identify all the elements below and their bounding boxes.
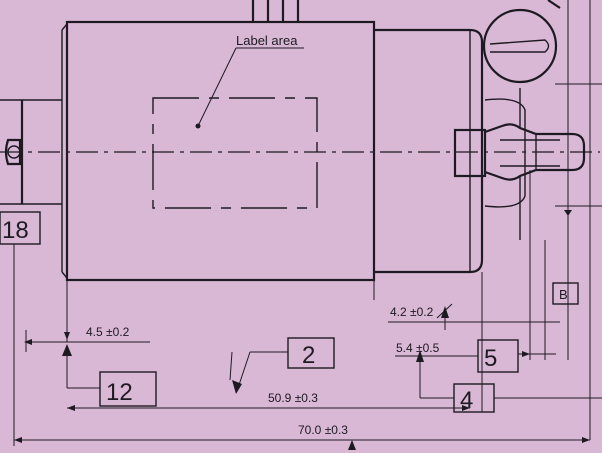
balloon-5 bbox=[477, 339, 519, 373]
end-view bbox=[482, 0, 561, 84]
dim-4-5 bbox=[24, 280, 150, 352]
balloon-12 bbox=[99, 371, 157, 407]
label-area-text: Label area bbox=[236, 33, 298, 48]
balloon-18-label: 18 bbox=[2, 217, 29, 244]
balloon-4-label: 4 bbox=[460, 387, 473, 414]
dim-50-9-text: 50.9 ±0.3 bbox=[268, 391, 318, 405]
end-cap bbox=[374, 28, 487, 274]
balloon-2 bbox=[287, 337, 335, 369]
left-shaft bbox=[0, 99, 62, 205]
dim-5-4 bbox=[395, 170, 556, 399]
top-leads bbox=[251, 0, 300, 22]
balloon-12-label: 12 bbox=[106, 379, 133, 406]
balloon-2-label: 2 bbox=[302, 342, 315, 369]
right-frame-lines bbox=[555, 0, 602, 440]
balloon-18 bbox=[0, 211, 41, 245]
dim-4-2 bbox=[388, 303, 560, 330]
right-shaft bbox=[484, 88, 586, 240]
balloon-5-label: 5 bbox=[484, 345, 497, 372]
dim-5-4-text: 5.4 ±0.5 bbox=[396, 341, 440, 355]
dim-4-2-text: 4.2 ±0.2 bbox=[390, 305, 434, 319]
dim-70-0-text: 70.0 ±0.3 bbox=[298, 423, 348, 437]
label-area-box bbox=[152, 97, 318, 209]
dim-4-5-text: 4.5 ±0.2 bbox=[86, 325, 130, 339]
leader-dot bbox=[195, 123, 201, 129]
datum-b-label: B bbox=[559, 287, 568, 302]
datum-b-frame bbox=[552, 282, 579, 305]
label-area-leader bbox=[197, 47, 237, 127]
motor-body bbox=[61, 20, 376, 282]
